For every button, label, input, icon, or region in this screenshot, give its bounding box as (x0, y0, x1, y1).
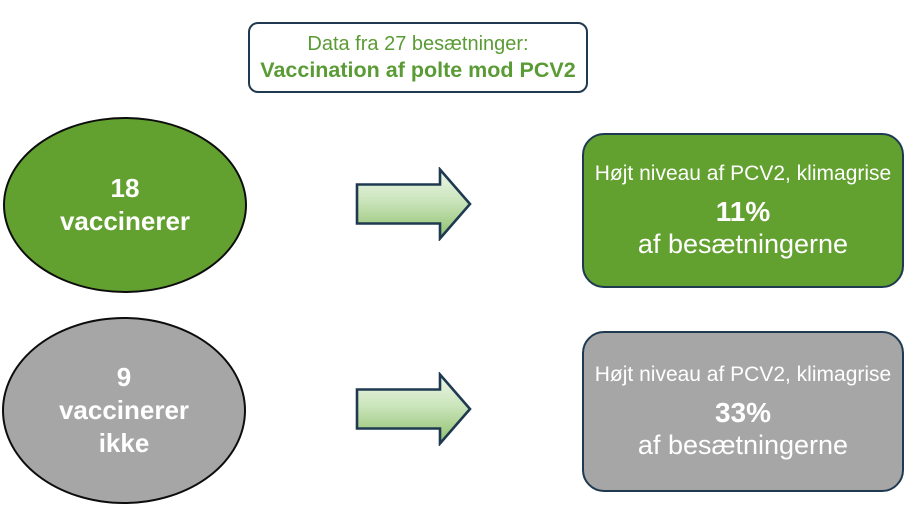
ellipse-not-vaccinating: 9 vaccinerer ikke (2, 317, 246, 504)
result-not-vaccinating-percent: 33% (714, 397, 772, 428)
result-vaccinating-unit: af besætningerne (637, 229, 849, 259)
result-box-not-vaccinating: Højt niveau af PCV2, klimagrise 33% af b… (582, 331, 904, 492)
ellipse-vaccinating-count: 18 (110, 173, 140, 203)
ellipse-vaccinating-label: vaccinerer (59, 206, 191, 236)
result-box-vaccinating: Højt niveau af PCV2, klimagrise 11% af b… (582, 133, 904, 288)
ellipse-not-vaccinating-count: 9 (116, 362, 132, 392)
title-subtitle: Data fra 27 besætninger: (307, 33, 529, 55)
result-not-vaccinating-description: Højt niveau af PCV2, klimagrise (594, 363, 892, 386)
result-vaccinating-description: Højt niveau af PCV2, klimagrise (594, 162, 892, 185)
title-main: Vaccination af polte mod PCV2 (260, 58, 576, 82)
title-box: Data fra 27 besætninger: Vaccination af … (248, 22, 588, 93)
right-arrow-icon (355, 372, 472, 446)
result-vaccinating-percent: 11% (715, 196, 771, 227)
result-not-vaccinating-unit: af besætningerne (637, 430, 849, 460)
ellipse-not-vaccinating-label: vaccinerer (58, 395, 190, 425)
right-arrow-icon (355, 167, 472, 241)
ellipse-vaccinating: 18 vaccinerer (3, 117, 247, 293)
ellipse-not-vaccinating-label2: ikke (98, 428, 150, 458)
